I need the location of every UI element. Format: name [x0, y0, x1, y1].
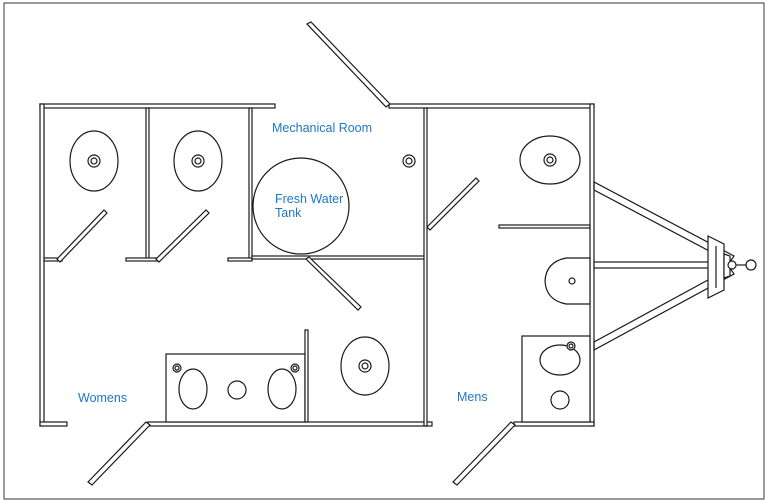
mens-entry-door[interactable] — [452, 421, 516, 486]
toilet-oval-icon — [173, 130, 223, 192]
wall-bottom-left-stub — [39, 421, 68, 427]
fresh-water-tank-label-line2: Tank — [275, 206, 302, 220]
stall-partition-2 — [248, 107, 253, 261]
vanity-side-wall — [304, 329, 309, 423]
hitch-rail-lower — [593, 267, 735, 352]
womens-entry-door[interactable] — [87, 421, 151, 486]
stall-front-stub-2 — [125, 257, 160, 262]
urinal-icon — [544, 257, 591, 305]
wall-left — [39, 103, 45, 427]
stall-door-1[interactable] — [56, 209, 108, 263]
toilet-oval-icon — [340, 336, 390, 396]
mech-room-entry-door[interactable] — [306, 21, 391, 108]
mens-room-label: Mens — [457, 390, 488, 404]
wall-top-right — [388, 103, 595, 109]
fresh-water-tank-label-line1: Fresh Water — [275, 192, 344, 206]
wall-bottom-middle — [147, 421, 433, 427]
sink-basin-icon — [267, 368, 297, 410]
stall-front-stub-3 — [227, 257, 253, 262]
sink-basin-icon — [178, 368, 208, 410]
wall-bottom-right — [513, 421, 595, 427]
toilet-oval-icon — [69, 130, 119, 192]
mens-inner-door[interactable] — [426, 177, 480, 231]
mechanical-room-label: Mechanical Room — [272, 121, 373, 135]
fixtures — [69, 130, 591, 410]
mech-room-bottom-wall — [251, 255, 427, 260]
hitch-coupler-icon — [727, 260, 737, 270]
doors — [56, 21, 516, 486]
mech-mens-divider — [423, 107, 428, 427]
trailer-tongue — [593, 181, 757, 352]
toilet-oval-icon — [519, 135, 581, 185]
page-frame — [3, 2, 765, 500]
stall-door-2[interactable] — [155, 209, 210, 263]
sink-basin-icon — [539, 341, 581, 376]
wall-top-left — [39, 103, 276, 109]
mens-drain-icon — [550, 390, 570, 410]
hitch-rail-center — [593, 261, 710, 269]
hitch-ball-icon — [745, 259, 757, 271]
mens-partition — [498, 224, 591, 229]
fresh-water-tank-icon — [252, 157, 350, 255]
faucet-icon — [172, 363, 182, 373]
valve-icon — [402, 154, 416, 168]
stall-partition-1 — [145, 107, 150, 261]
faucet-icon — [290, 363, 300, 373]
vanity-drain-icon — [227, 380, 247, 400]
mech-room-inner-door[interactable] — [305, 256, 362, 311]
womens-room-label: Womens — [78, 391, 128, 405]
